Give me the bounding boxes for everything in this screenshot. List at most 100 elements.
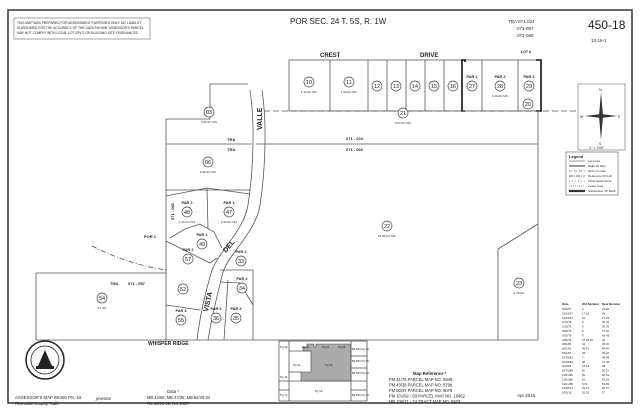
- tra-label: TRA: [227, 137, 235, 142]
- parcel-number: 49: [199, 242, 205, 248]
- index-page-label: Pg 15: [338, 345, 346, 349]
- parcel-number: 03: [206, 110, 212, 116]
- parcel-number: 34: [239, 286, 245, 292]
- parcel-number: 36: [213, 316, 219, 322]
- table-cell: 50: [582, 369, 586, 373]
- map-scale: 1" = 200': [589, 146, 604, 150]
- map-reference-line: PM 43/38 PARCEL MAP NO. 5798: [389, 383, 453, 388]
- street-whisper-ridge: WHISPER RIDGE: [148, 341, 189, 347]
- parcel-52[interactable]: 52: [177, 283, 189, 295]
- parcel-par-label: PAR 3: [524, 75, 535, 79]
- parcel-par-label: PAR 2: [182, 201, 193, 205]
- parcel-number-circle: [409, 80, 421, 92]
- index-page-label: Pg 18: [325, 363, 333, 367]
- parcel-14[interactable]: 14: [409, 80, 421, 92]
- parcel-23[interactable]: 232.46 AC: [513, 277, 526, 295]
- index-page-label: Pg 09: [280, 345, 288, 349]
- parcel-number: 12: [374, 84, 380, 90]
- parcel-area: 5.1 AC: [97, 306, 107, 310]
- parcel-20[interactable]: 20: [522, 98, 534, 110]
- parcel-number: 14: [412, 84, 418, 90]
- table-cell: 12/20/13: [562, 386, 573, 390]
- disclaimer-box: THIS MAP WAS PREPARED FOR ASSESSMENT PUR…: [13, 17, 151, 40]
- county-seal-icon: [25, 340, 65, 380]
- parcel-06[interactable]: 063.30 AC M/L: [200, 156, 217, 174]
- table-cell: 12/18/67: [562, 311, 573, 315]
- parcel-number: 57: [185, 257, 191, 263]
- parcel-area: 1.12 AC M/L: [301, 90, 318, 94]
- parcel-area: 1.00 AC M/L: [341, 90, 358, 94]
- parcel-number-circle: [447, 80, 459, 92]
- table-cell: 4/13/83: [562, 364, 572, 368]
- parcel-number: 06: [205, 160, 211, 166]
- parcel-number-circle: [202, 156, 214, 168]
- book-page: 450-18: [588, 18, 626, 32]
- parcel-10[interactable]: 101.12 AC M/L: [301, 76, 318, 94]
- parcel-number-circle: [397, 107, 409, 119]
- parcel-13[interactable]: 13: [390, 80, 402, 92]
- street-vista: VISTA: [203, 291, 214, 312]
- parcel-par-label: PAR 3: [231, 307, 242, 311]
- parcel-number-circle: [196, 238, 208, 250]
- table-cell: 13,44: [582, 364, 589, 368]
- tra-west: 071 - 057: [128, 281, 146, 286]
- parcel-21[interactable]: 219.93 AC M/L: [395, 107, 412, 125]
- table-cell: 6: [582, 333, 584, 337]
- disclaimer-line: THIS MAP WAS PREPARED FOR ASSESSMENT PUR…: [17, 21, 143, 25]
- table-cell: 37-40: [602, 329, 610, 333]
- parcel-number: 55: [178, 318, 184, 324]
- table-cell: 47,48: [602, 360, 609, 364]
- parcel-12[interactable]: 12: [371, 80, 383, 92]
- parcel-11[interactable]: 111.00 AC M/L: [341, 76, 358, 94]
- table-cell: 55: [582, 373, 586, 377]
- table-cell: 5/01/67: [562, 307, 572, 311]
- tra-north: 071 - 024: [346, 136, 364, 141]
- legend-item: Old Lot Lines: [588, 169, 606, 173]
- index-page-label: Bk 500 Pg 45: [352, 359, 369, 363]
- parcel-number: 48: [184, 210, 190, 216]
- parcel-par-label: PAR 1: [224, 201, 235, 205]
- table-cell: 51: [582, 377, 586, 381]
- parcel-15[interactable]: 15: [428, 80, 440, 92]
- data-line: RS 50/34-35; RS 103/7: [147, 401, 190, 406]
- parcel-number: 21: [400, 111, 406, 117]
- table-cell: 24: [582, 316, 586, 320]
- crest-lot-lines: [288, 59, 542, 112]
- table-cell: 3/05/76: [562, 333, 572, 337]
- legend-item: Reference R.O.W.: [588, 174, 613, 178]
- parcel-number: 52: [180, 287, 186, 293]
- table-cell: 51,55: [582, 391, 589, 395]
- table-cell: 6/01/81: [562, 347, 572, 351]
- table-cell: 11/01/88: [562, 382, 573, 386]
- compass-w: W: [580, 115, 584, 119]
- table-cell: 27-29: [602, 316, 610, 320]
- parcel-number: 16: [450, 84, 456, 90]
- map-date: Apr 2015: [517, 393, 536, 398]
- parcel-03[interactable]: 033.33 AC M/L: [201, 106, 218, 124]
- parcel-54[interactable]: 545.1 AC: [96, 292, 108, 310]
- parcel-16[interactable]: 16: [447, 80, 459, 92]
- table-header: New Number: [602, 302, 621, 306]
